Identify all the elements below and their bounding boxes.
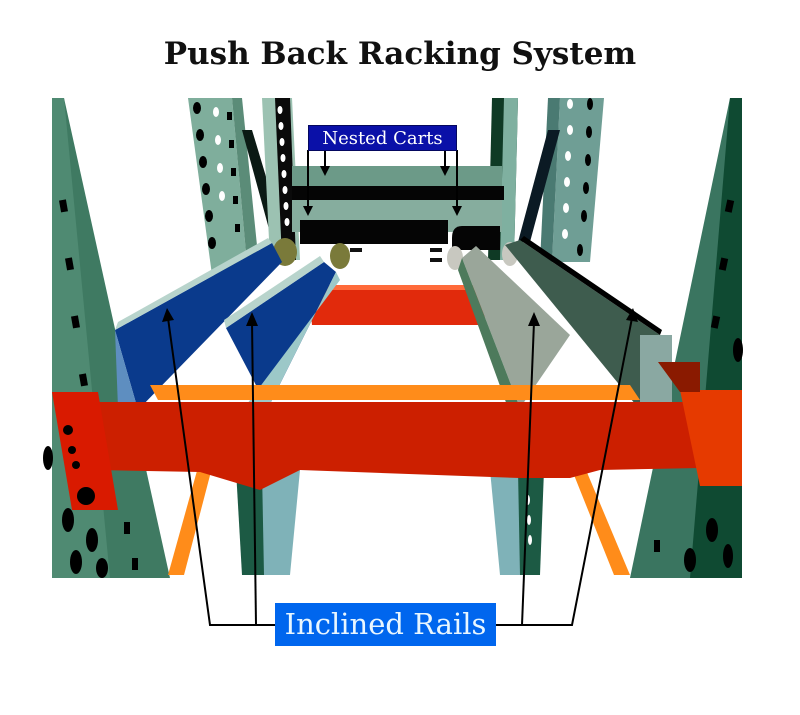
front-beam bbox=[52, 362, 742, 510]
inclined-rails-arrowheads bbox=[162, 308, 638, 326]
right-inner-rail bbox=[458, 246, 570, 408]
nested-carts-label: Nested Carts bbox=[308, 125, 457, 151]
left-outer-rail bbox=[115, 238, 282, 410]
back-right-upright bbox=[518, 98, 604, 262]
inclined-rails-callout-lines bbox=[167, 317, 633, 626]
back-beam bbox=[308, 285, 488, 325]
lower-side-beams bbox=[168, 460, 630, 575]
mid-uprights bbox=[236, 470, 544, 575]
right-outer-rail bbox=[505, 236, 672, 410]
inclined-rails-label: Inclined Rails bbox=[275, 603, 496, 646]
diagram-title: Push Back Racking System bbox=[163, 36, 637, 72]
nested-carts-arrowheads bbox=[303, 166, 462, 216]
back-center-left-upright bbox=[262, 98, 300, 260]
